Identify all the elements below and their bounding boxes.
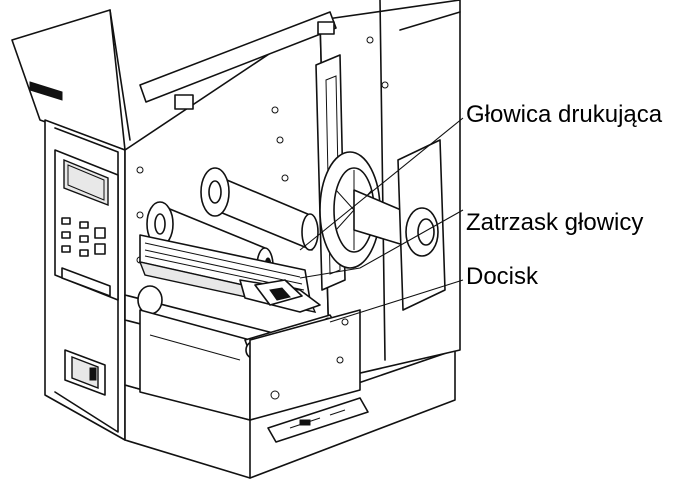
label-supply-holder (315, 54, 446, 311)
leader-head-latch (299, 209, 464, 279)
leader-print-head (299, 117, 464, 251)
callout-head-latch: Zatrzask głowicy (466, 209, 643, 236)
callout-print-head: Głowica drukująca (466, 101, 663, 128)
leader-pressure-roller (329, 279, 464, 323)
print-head-mechanism (138, 234, 321, 313)
platen-area (124, 285, 369, 443)
callout-pressure-roller: Docisk (466, 263, 539, 290)
power-switch (64, 349, 106, 396)
callout-leaders (299, 117, 464, 323)
control-panel (29, 81, 119, 301)
